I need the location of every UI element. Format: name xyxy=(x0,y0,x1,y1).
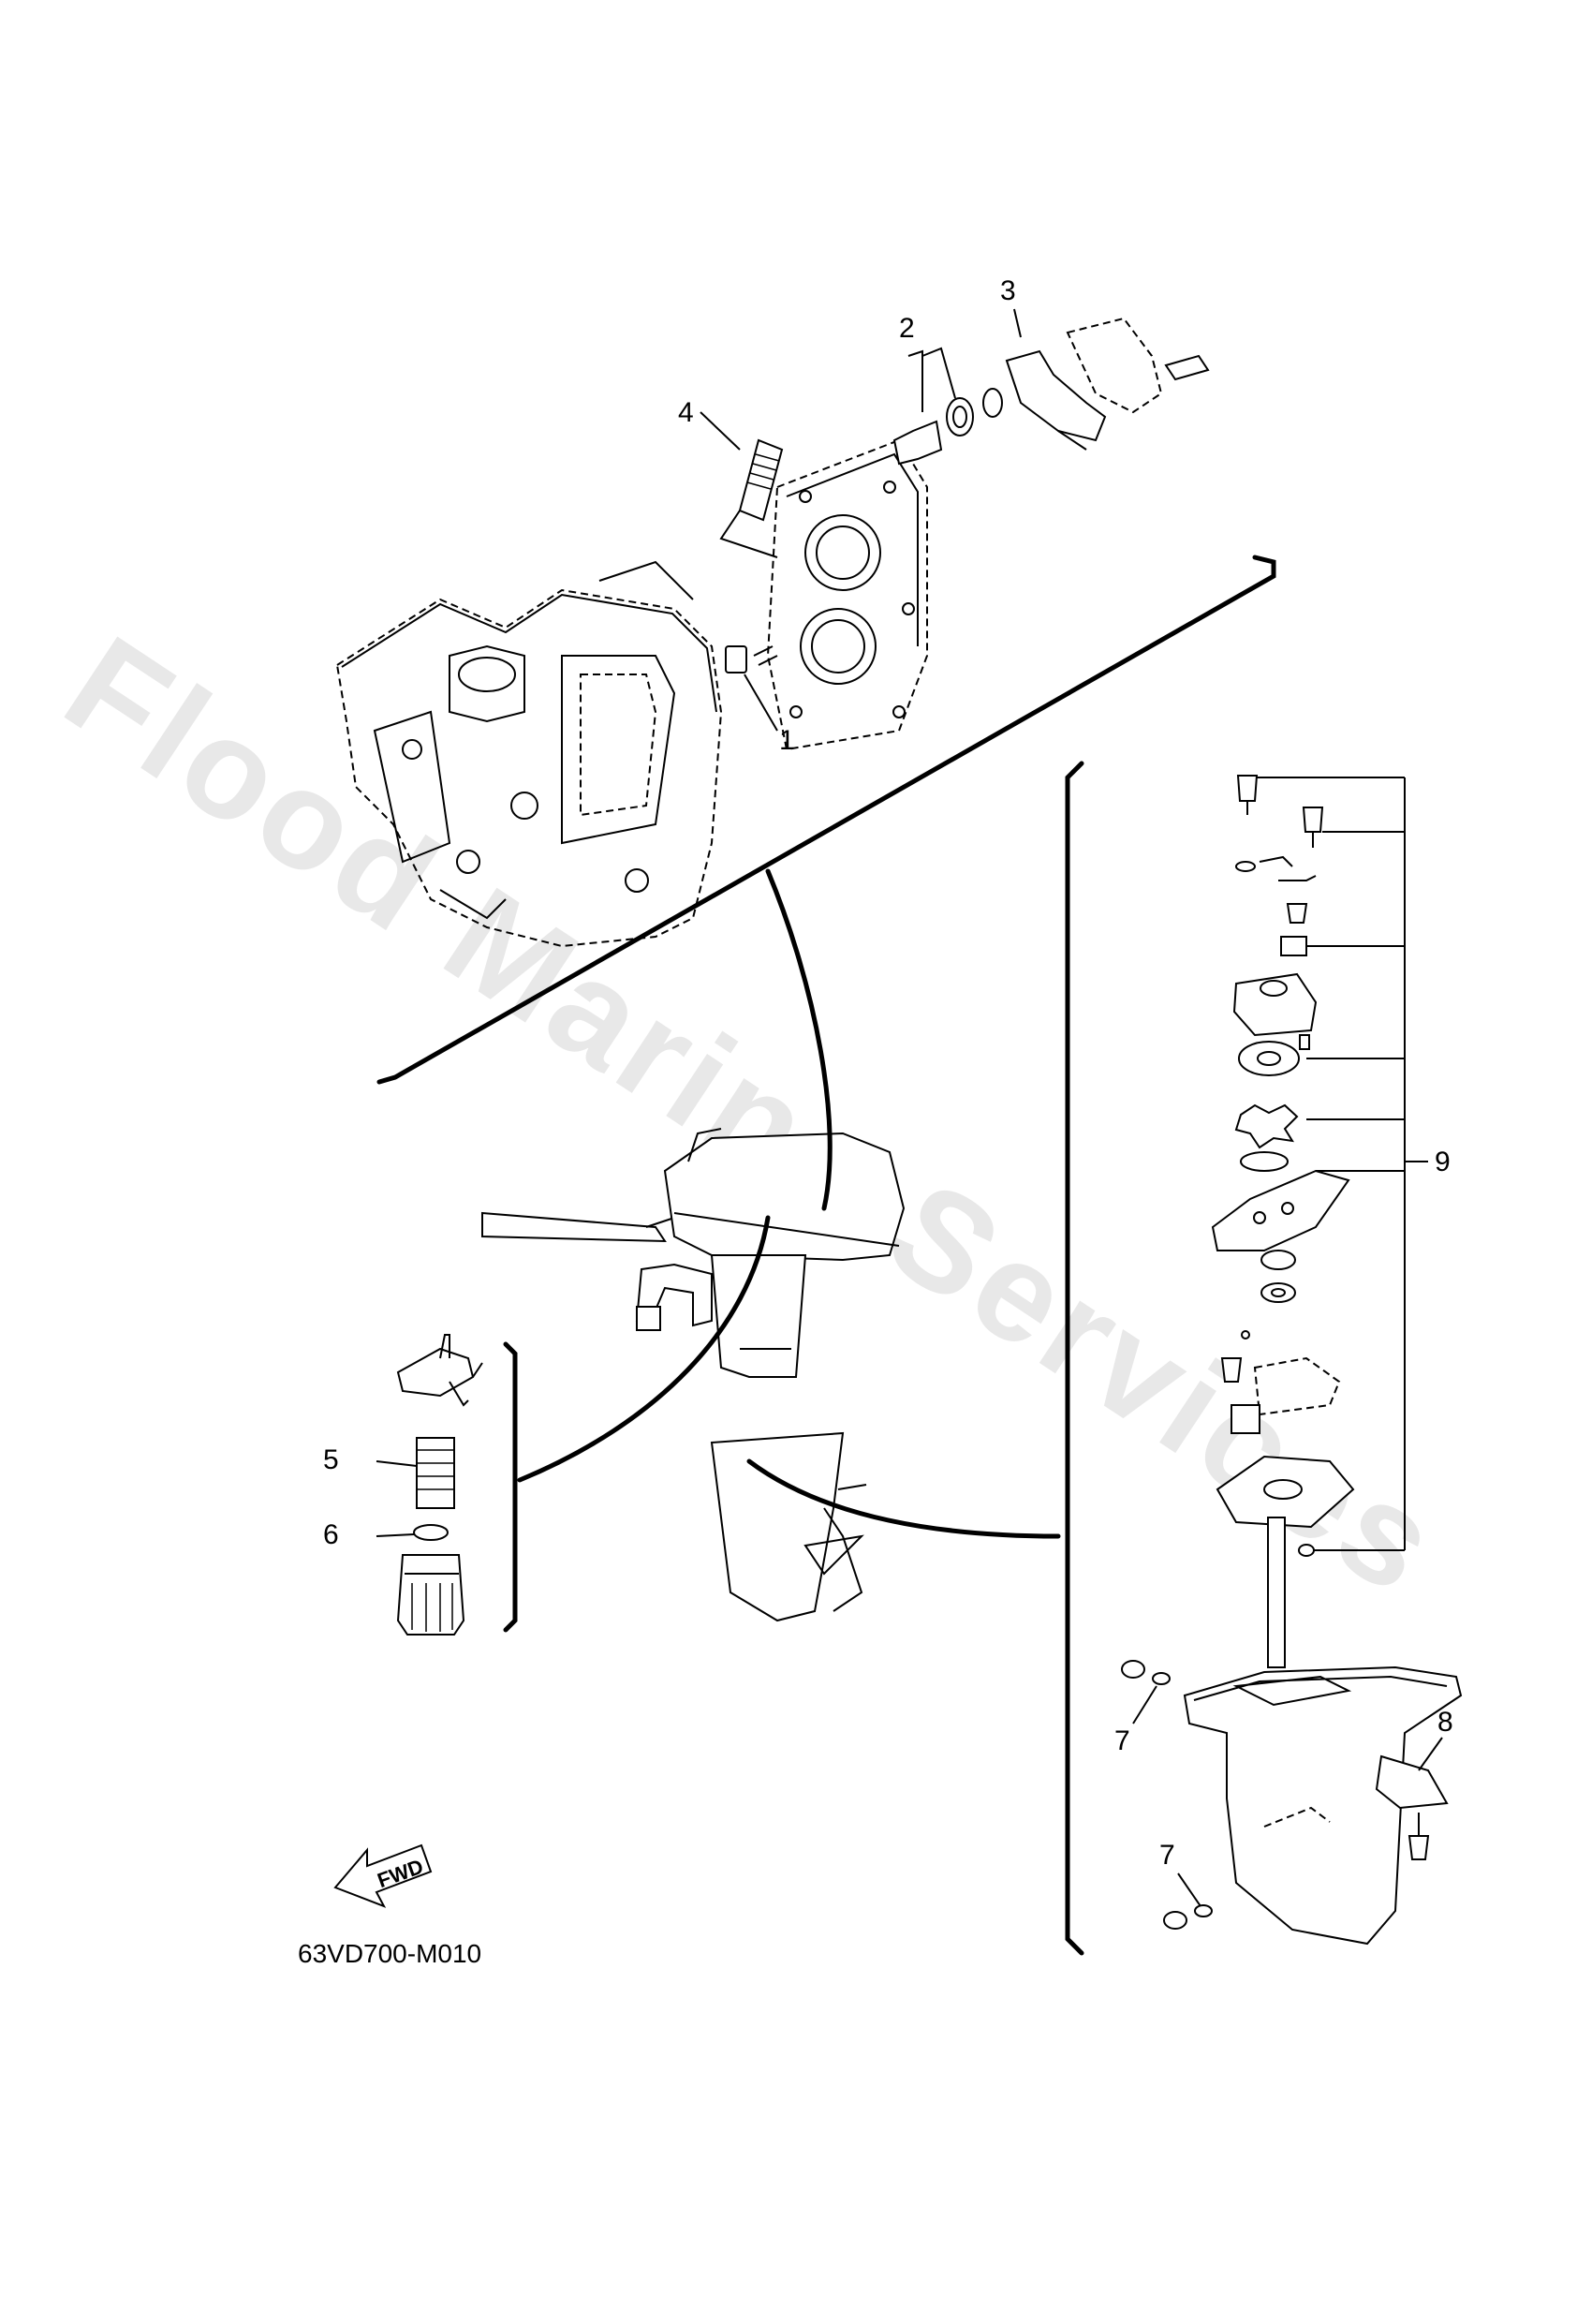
cylinder-block-group xyxy=(335,560,723,948)
callout-2-number: 2 xyxy=(899,313,915,344)
forward-arrow-icon: FWD xyxy=(333,1843,433,1908)
part-5-filter-element xyxy=(376,1437,455,1509)
part-7-plug-upper xyxy=(1121,1660,1171,1685)
callout-3-number: 3 xyxy=(1000,275,1016,306)
lower-case xyxy=(1183,1665,1463,1946)
part-9-bracket xyxy=(1257,777,1428,1551)
callout-5-number: 5 xyxy=(323,1444,339,1475)
callout-1: 1 xyxy=(779,725,795,756)
reference-code: 63VD700-M010 xyxy=(298,1939,481,1968)
callout-8-number: 8 xyxy=(1437,1707,1453,1738)
callout-7-lower: 7 xyxy=(1159,1840,1201,1907)
callout-4: 4 xyxy=(678,397,741,451)
curve-upper xyxy=(765,868,833,1211)
filter-cup xyxy=(396,1554,465,1636)
part-2-thermostat xyxy=(892,347,1003,466)
part-3-thermostat-cover xyxy=(1005,308,1210,451)
callout-7-upper: 7 xyxy=(1114,1685,1157,1756)
callout-7-upper-number: 7 xyxy=(1114,1725,1130,1756)
callout-3: 3 xyxy=(1000,275,1016,306)
callout-9-number: 9 xyxy=(1435,1147,1451,1177)
callout-1-number: 1 xyxy=(779,725,795,756)
part-6-o-ring xyxy=(376,1524,449,1541)
curve-right xyxy=(746,1458,1061,1539)
part-4-spark-plug xyxy=(719,438,784,558)
left-bracket xyxy=(503,1341,518,1633)
callout-6-number: 6 xyxy=(323,1519,339,1550)
callout-4-number: 4 xyxy=(678,397,694,428)
upper-bracket xyxy=(376,555,1276,1085)
callout-7-lower-number: 7 xyxy=(1159,1840,1175,1871)
callout-8: 8 xyxy=(1418,1707,1453,1771)
outboard-motor-silhouette xyxy=(481,1128,906,1622)
right-bracket xyxy=(1065,761,1084,1956)
callout-5: 5 xyxy=(323,1444,339,1475)
cylinder-head-group xyxy=(766,438,928,751)
water-pump-kit xyxy=(1211,775,1355,1668)
callout-6: 6 xyxy=(323,1519,339,1550)
fuel-filter-group xyxy=(396,1334,483,1407)
callout-9: 9 xyxy=(1435,1147,1451,1177)
curve-left xyxy=(517,1215,771,1483)
part-7-plug-lower xyxy=(1163,1904,1213,1930)
callout-2: 2 xyxy=(899,313,915,344)
part-1-thermostat-plug xyxy=(725,645,778,732)
